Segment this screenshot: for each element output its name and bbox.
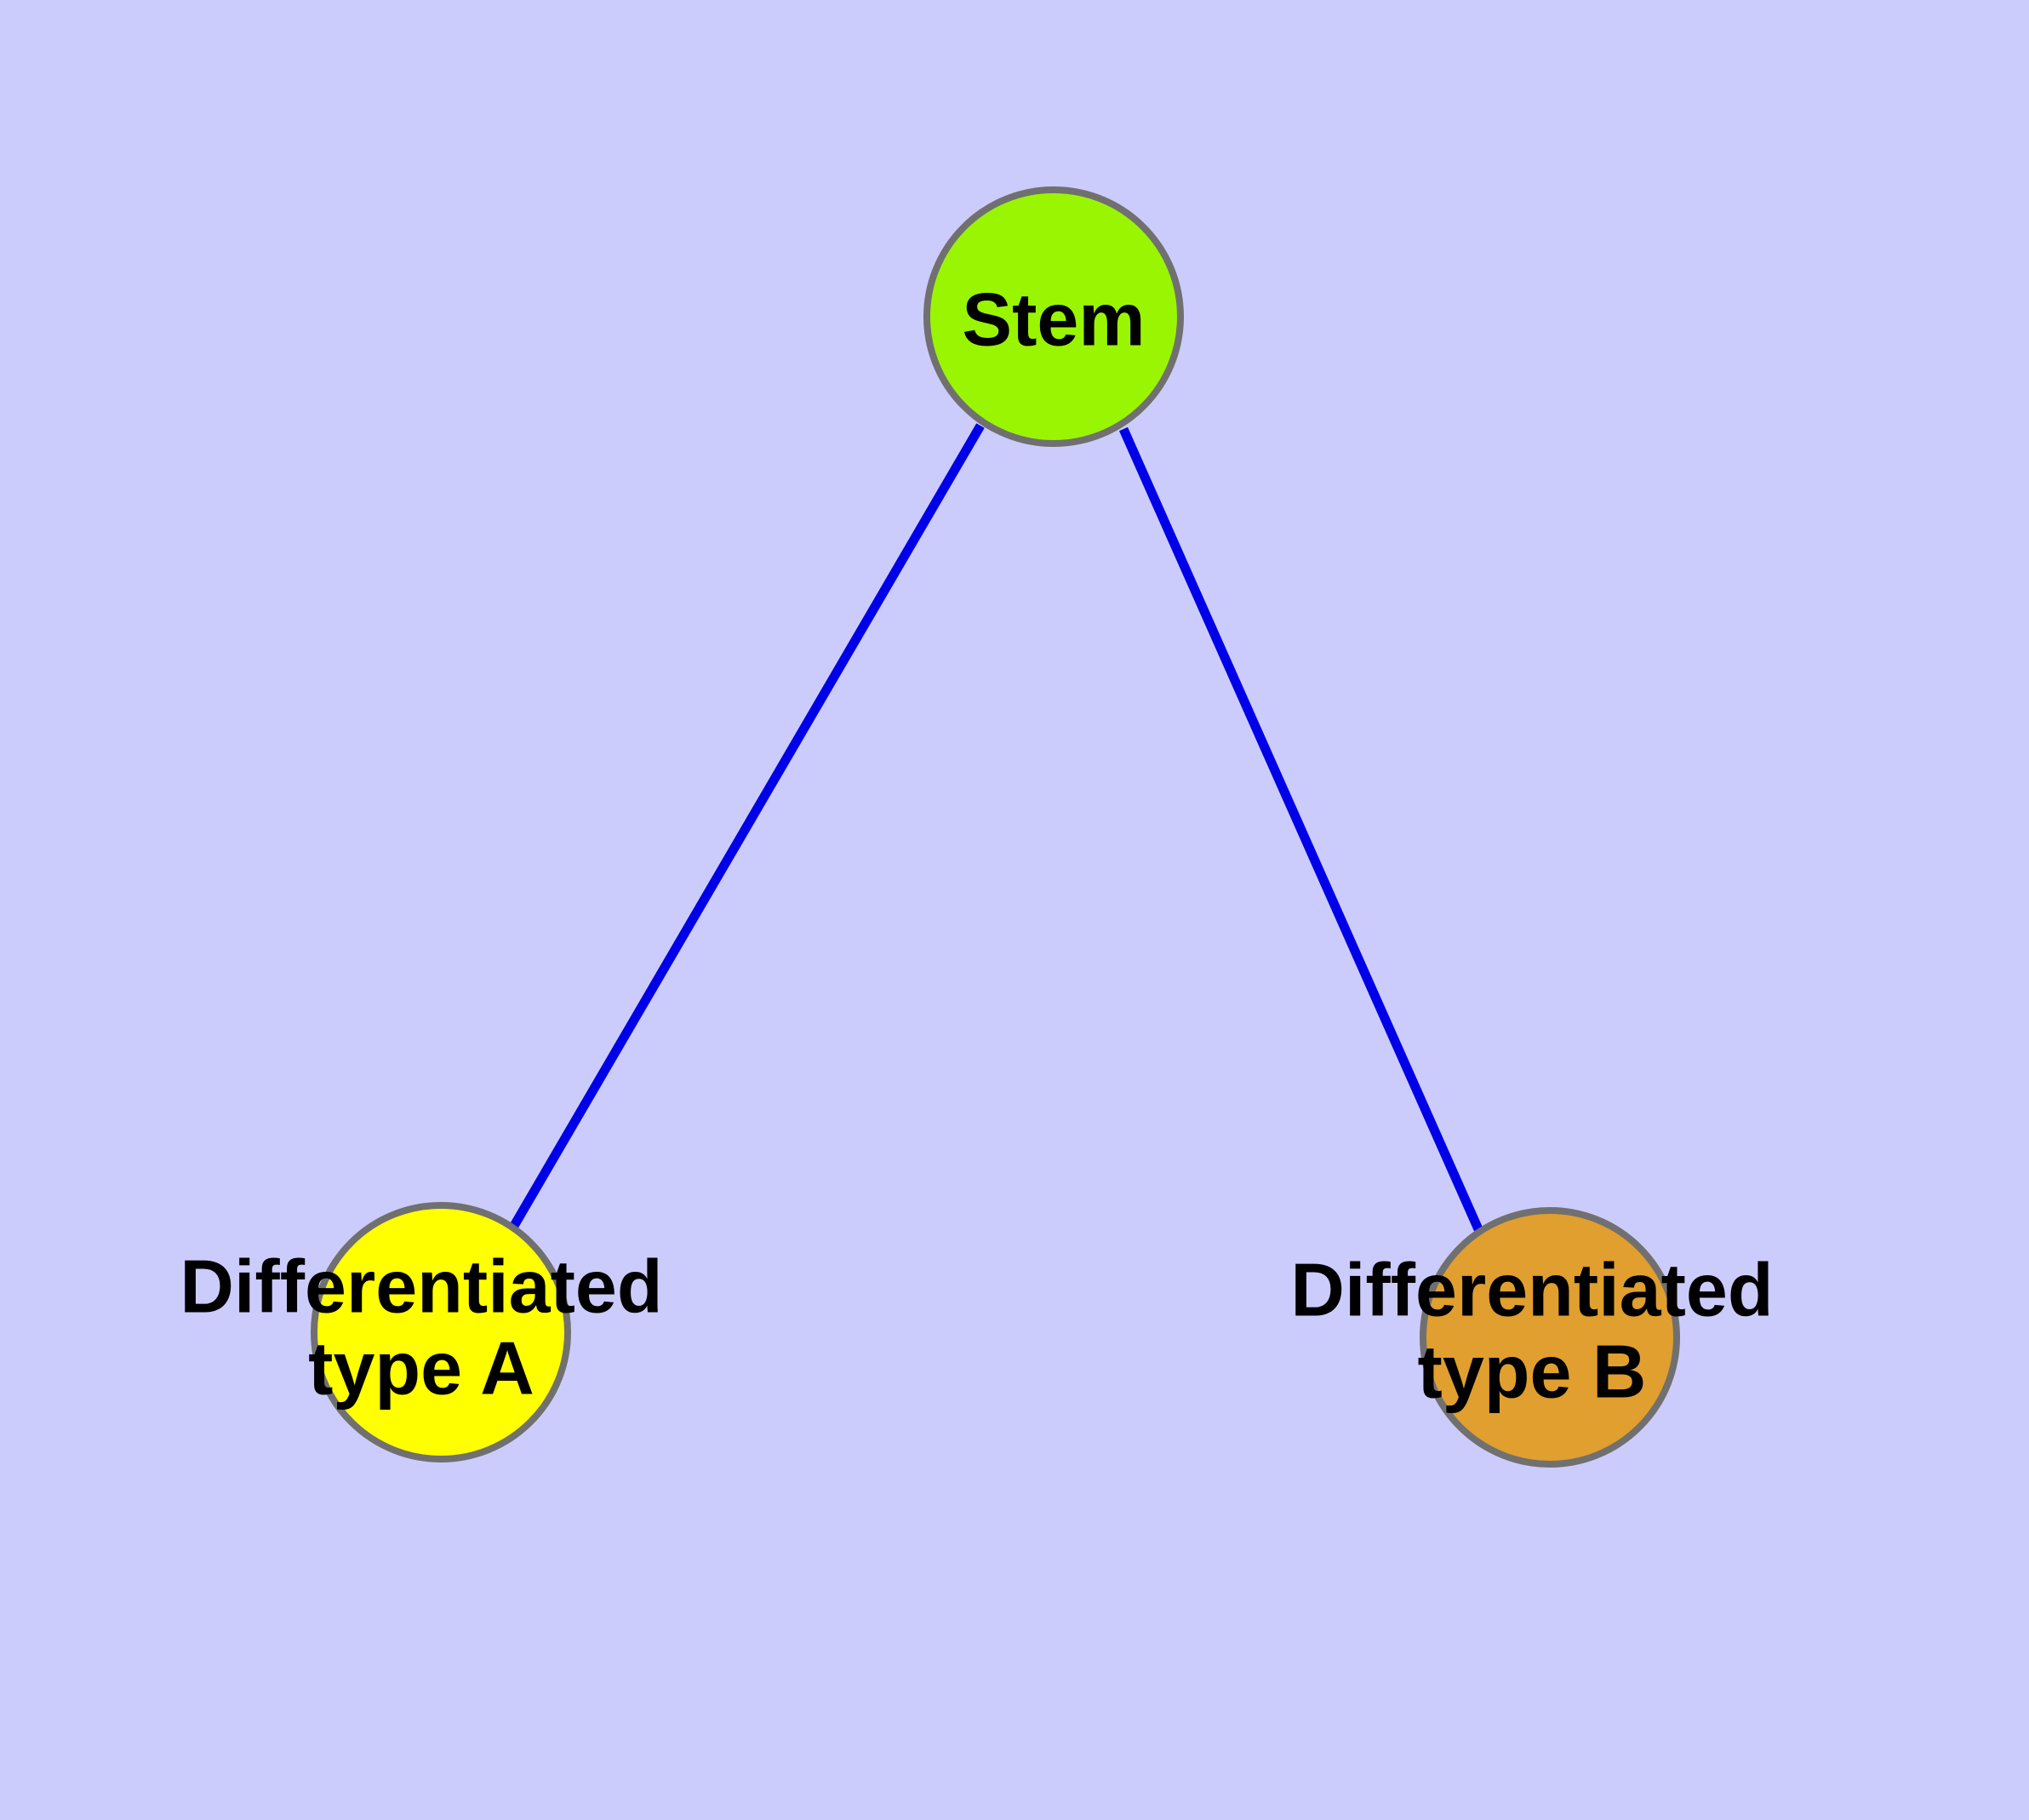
node-differentiated-type-b-circle[interactable] bbox=[1420, 1207, 1680, 1468]
node-differentiated-type-a-circle[interactable] bbox=[311, 1202, 571, 1462]
node-differentiated-type-b-label-line1: Differentiated bbox=[1290, 1247, 1773, 1331]
node-differentiated-type-a-label-line1: Differentiated bbox=[180, 1244, 662, 1328]
node-stem-circle[interactable] bbox=[923, 186, 1184, 447]
node-differentiated-type-b-label-line2: type B bbox=[1418, 1329, 1647, 1413]
node-stem[interactable]: Stem bbox=[923, 186, 1184, 447]
edge-layer bbox=[510, 423, 1483, 1232]
edge-stem-to-differentiated-type-a[interactable] bbox=[510, 423, 985, 1228]
node-differentiated-type-a[interactable]: Differentiated type A bbox=[180, 1202, 663, 1462]
edge-stem-to-differentiated-type-b[interactable] bbox=[1118, 426, 1483, 1232]
node-differentiated-type-a-label-line2: type A bbox=[308, 1325, 534, 1410]
node-layer: Stem Differentiated type A Differentiate… bbox=[180, 186, 1774, 1468]
node-differentiated-type-b[interactable]: Differentiated type B bbox=[1290, 1207, 1774, 1468]
node-stem-label: Stem bbox=[962, 277, 1145, 361]
